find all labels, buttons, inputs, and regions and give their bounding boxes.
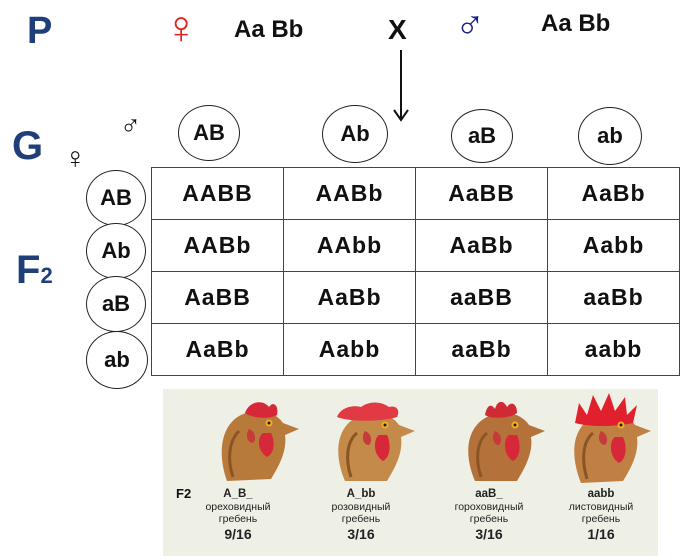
phenotype-name: розовидный	[331, 500, 391, 513]
f2-label-subscript: 2	[40, 263, 53, 288]
punnett-cell: AaBb	[547, 167, 680, 220]
cross-symbol: X	[388, 14, 407, 45]
punnett-row: AABb AAbb AaBb Aabb	[151, 219, 680, 272]
punnett-cell: Aabb	[547, 219, 680, 272]
punnett-cell: aaBB	[415, 271, 548, 324]
phenotype-comb: гребень	[341, 513, 381, 525]
walnut-comb-rooster-icon	[221, 402, 299, 481]
male-parent-genotype: Aa Bb	[541, 10, 611, 37]
panel-f2-label: F2	[176, 486, 192, 501]
phenotype-ratio: 1/16	[587, 525, 615, 542]
punnett-cell: AABb	[151, 219, 284, 272]
female-gamete-ab-upper: AB	[86, 170, 146, 226]
phenotype-genotype: A_bb	[346, 488, 376, 500]
down-arrow-icon	[393, 50, 409, 122]
punnett-cell: Aabb	[283, 323, 416, 376]
punnett-row: AaBB AaBb aaBB aaBb	[151, 271, 680, 324]
phenotype-ratio: 3/16	[347, 525, 375, 542]
female-parent-genotype: Aa Bb	[234, 16, 304, 43]
phenotypes-panel: F2 A_B_	[163, 389, 658, 556]
male-symbol-icon: ♂	[455, 2, 485, 46]
punnett-cell: AaBb	[283, 271, 416, 324]
male-gamete-ab-upper: AB	[178, 105, 240, 161]
phenotype-caption: A_bb розовидный гребень 3/16	[306, 488, 416, 542]
phenotype-genotype: aaB_	[475, 488, 503, 500]
phenotype-name: листовидный	[568, 500, 634, 513]
phenotype-comb: гребень	[218, 513, 258, 525]
punnett-cell: aaBb	[415, 323, 548, 376]
punnett-cell: AABB	[151, 167, 284, 220]
punnett-row: AABB AABb AaBB AaBb	[151, 167, 680, 220]
punnett-cell: AaBb	[151, 323, 284, 376]
rose-comb-rooster-icon	[337, 402, 415, 481]
punnett-cell: aabb	[547, 323, 680, 376]
punnett-cell: aaBb	[547, 271, 680, 324]
punnett-cell: AAbb	[283, 219, 416, 272]
male-gamete-ab-mixed: Ab	[322, 105, 388, 163]
punnett-cell: AaBb	[415, 219, 548, 272]
phenotype-genotype: aabb	[587, 488, 615, 500]
male-gamete-ab-lower: ab	[578, 107, 642, 165]
punnett-cell: AABb	[283, 167, 416, 220]
female-symbol-icon: ♀	[164, 1, 199, 53]
male-gamete-symbol-icon: ♂	[120, 110, 141, 141]
phenotype-comb: гребень	[469, 513, 509, 525]
pea-comb-rooster-icon	[468, 401, 545, 481]
parents-label: P	[27, 10, 53, 52]
phenotype-caption: A_B_ ореховидный гребень 9/16	[183, 488, 293, 542]
f2-label: F2	[16, 248, 53, 293]
punnett-row: AaBb Aabb aaBb aabb	[151, 323, 680, 376]
male-gamete-ab-lower-upper: aB	[451, 109, 513, 163]
gametes-label: G	[12, 124, 44, 168]
phenotype-ratio: 3/16	[475, 525, 503, 542]
punnett-cell: AaBB	[415, 167, 548, 220]
phenotype-comb: гребень	[581, 513, 621, 525]
phenotype-genotype: A_B_	[223, 488, 253, 500]
female-gamete-symbol-icon: ♀	[64, 142, 87, 175]
female-gamete-ab-lower-upper: aB	[86, 276, 146, 332]
punnett-cell: AaBB	[151, 271, 284, 324]
female-gamete-ab-mixed: Ab	[86, 223, 146, 279]
phenotype-caption: aaB_ гороховидный гребень 3/16	[434, 488, 544, 542]
single-comb-rooster-icon	[574, 393, 651, 483]
phenotype-caption: aabb листовидный гребень 1/16	[546, 488, 656, 542]
female-gamete-ab-lower: ab	[86, 331, 148, 389]
phenotype-name: гороховидный	[454, 500, 524, 513]
f2-label-letter: F	[16, 248, 41, 292]
punnett-square: AABB AABb AaBB AaBb AABb AAbb AaBb Aabb …	[151, 167, 680, 376]
phenotype-ratio: 9/16	[224, 525, 252, 542]
phenotype-name: ореховидный	[205, 500, 271, 513]
